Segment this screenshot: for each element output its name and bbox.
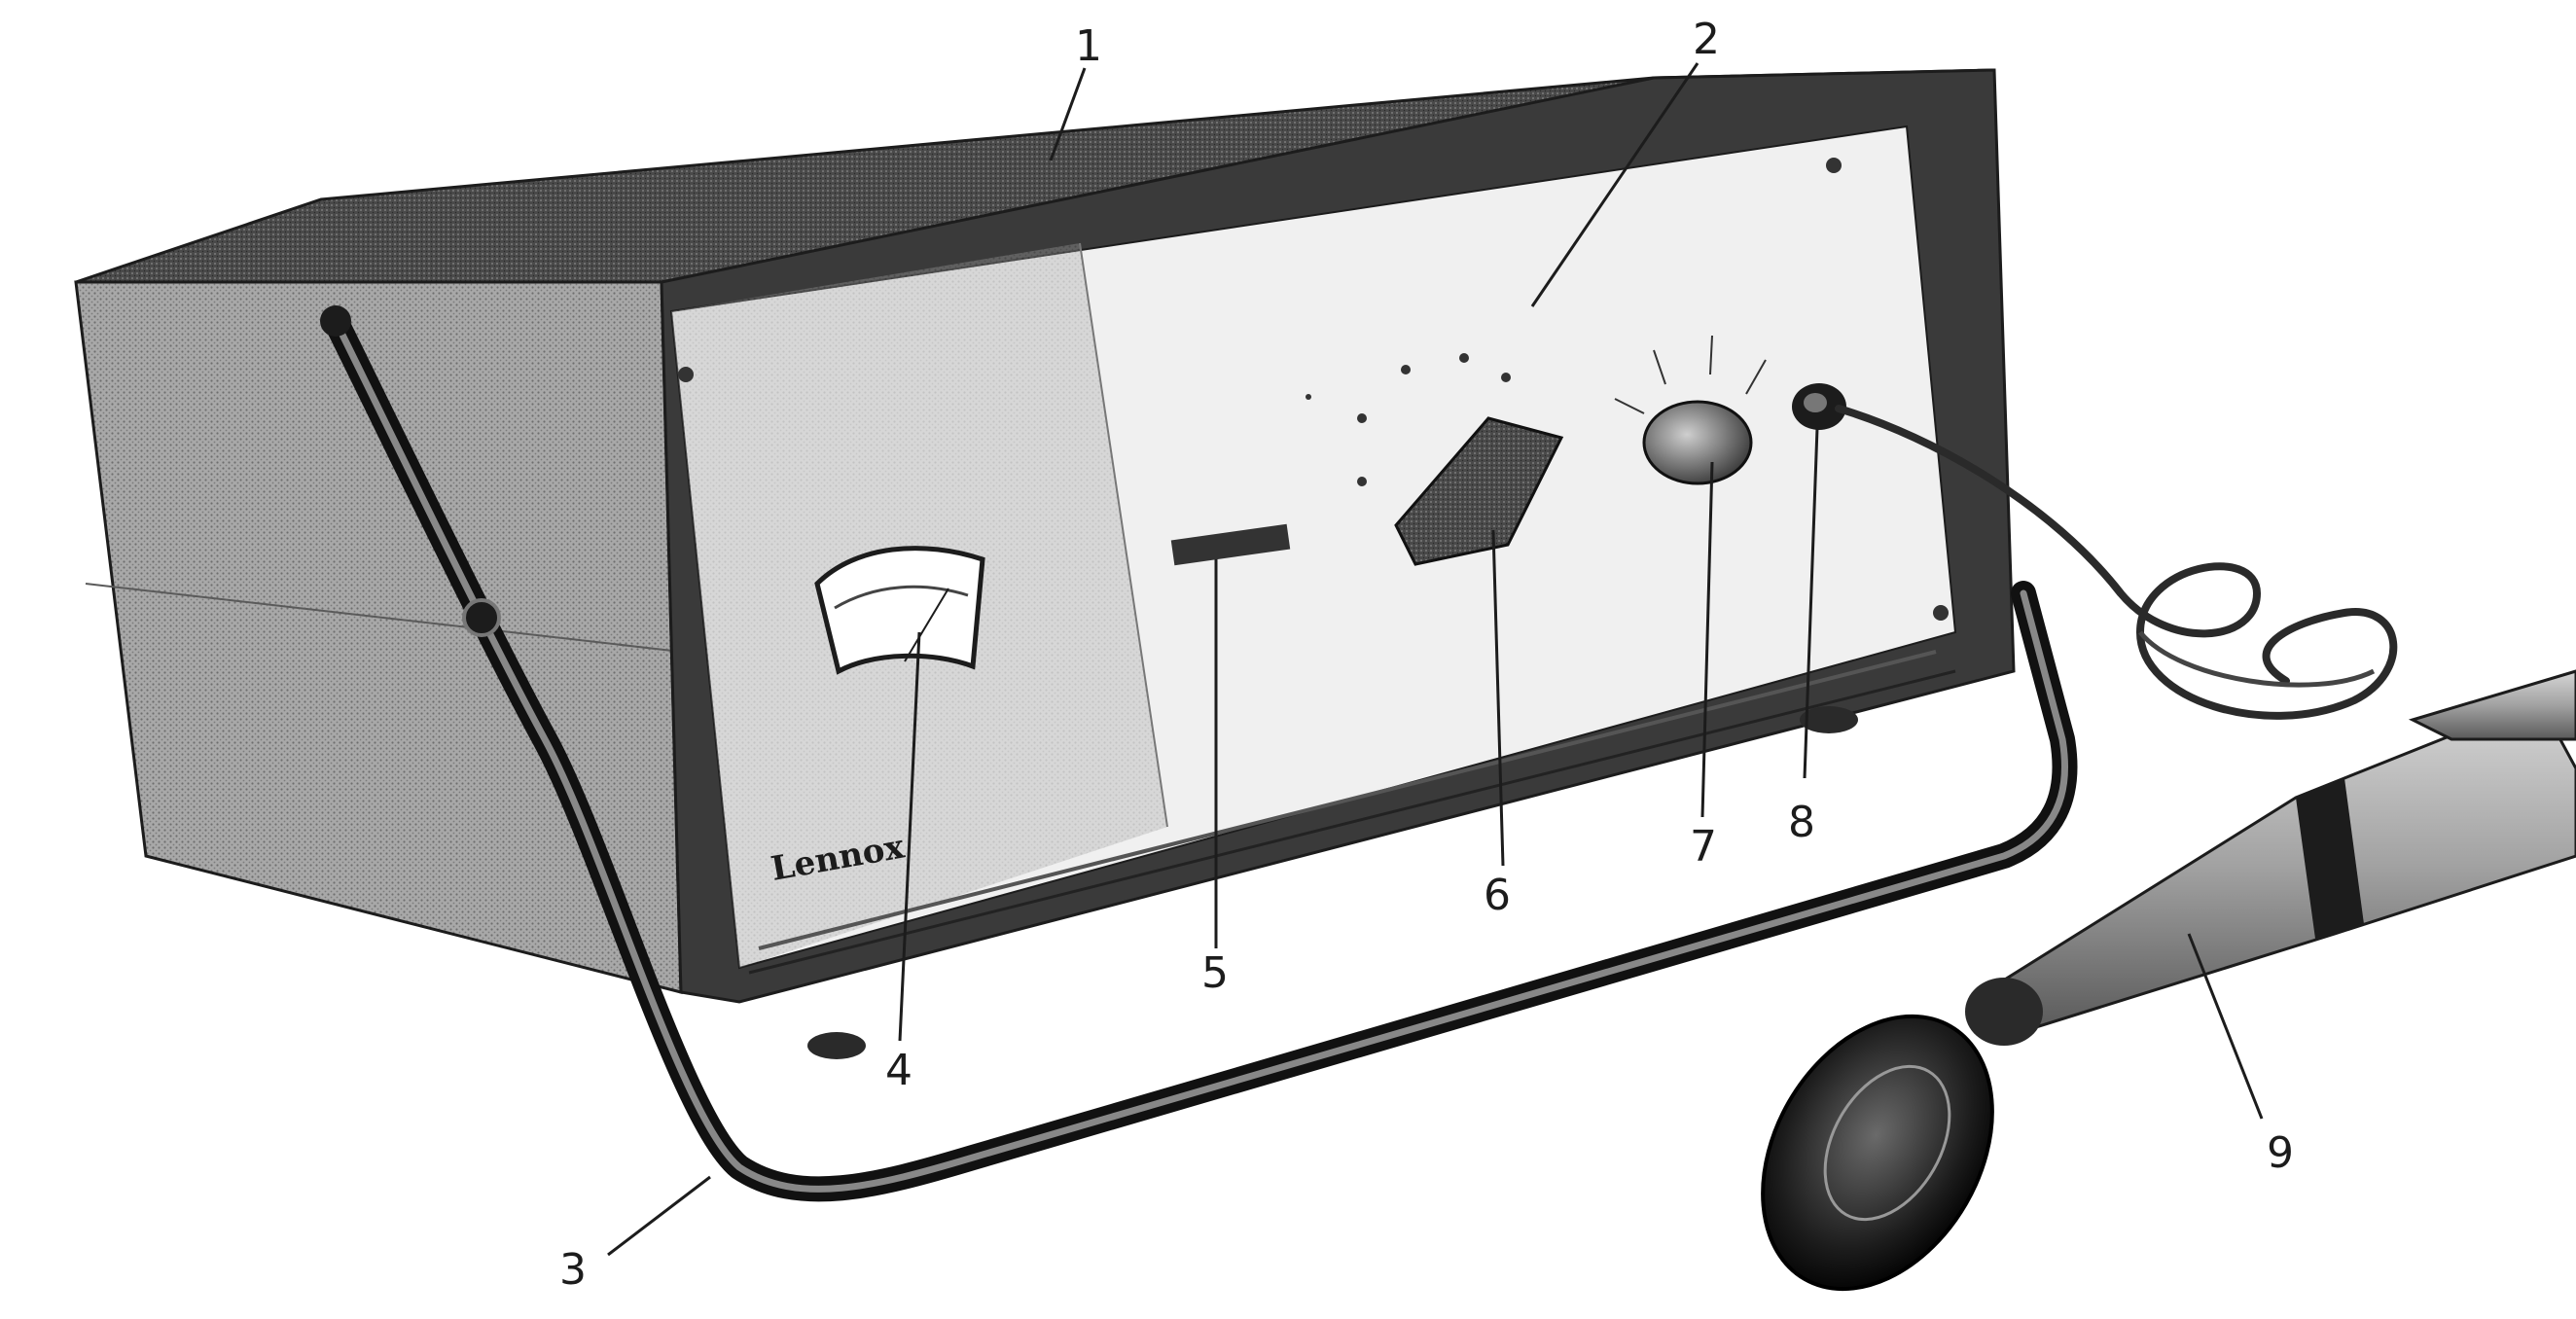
- ultrasound-probe: [1761, 669, 2576, 1292]
- leader-8: [1803, 427, 1819, 779]
- callout-9: 9: [2267, 1128, 2294, 1178]
- indicator-lamp: [1170, 523, 1291, 566]
- leader-6: [1491, 529, 1505, 867]
- callout-leaders: [607, 62, 2264, 1257]
- leader-7: [1700, 461, 1714, 818]
- callout-2: 2: [1693, 15, 1720, 64]
- probe-cable: [1835, 405, 2398, 720]
- leader-1: [1049, 67, 1087, 161]
- callout-7: 7: [1690, 822, 1717, 872]
- leader-3: [607, 1175, 711, 1257]
- callout-3: 3: [559, 1245, 587, 1295]
- leader-4: [898, 631, 921, 1042]
- callout-5: 5: [1201, 948, 1229, 998]
- meter-gauge: [814, 546, 985, 675]
- intensity-knob: [1614, 335, 1767, 485]
- selector-switch: [1306, 353, 1564, 566]
- callout-8: 8: [1788, 798, 1815, 847]
- leader-2: [1530, 62, 1699, 307]
- callout-6: 6: [1484, 871, 1511, 920]
- probe-head: [1761, 1014, 1994, 1292]
- callout-4: 4: [885, 1046, 912, 1095]
- callout-1: 1: [1075, 21, 1102, 71]
- output-socket: [1792, 383, 1846, 430]
- leader-9: [2187, 933, 2264, 1120]
